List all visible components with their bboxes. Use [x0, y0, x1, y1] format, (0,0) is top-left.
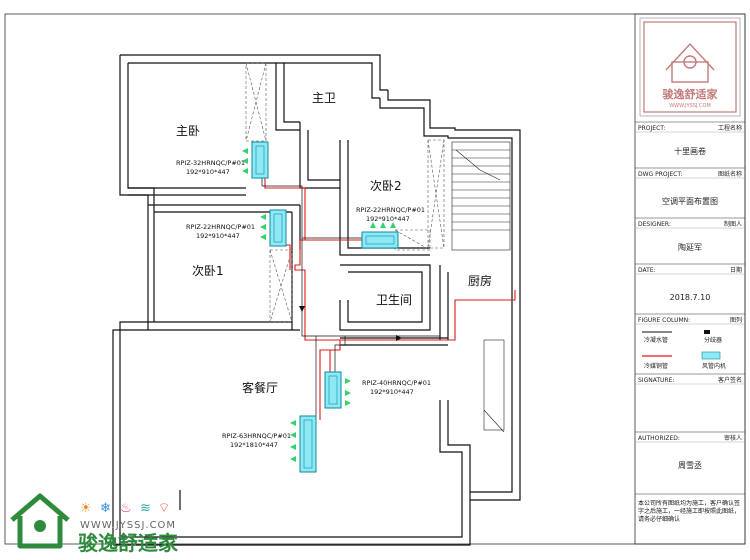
note-block: 本公司所有图纸均为施工，客户确认签字之后施工，一经施工即按照此图纸，请务必仔细确… [638, 500, 741, 523]
legend-splitter-icon [704, 330, 710, 334]
staircase [451, 141, 511, 433]
flame-icon: ♨ [120, 501, 132, 516]
unit-dims-label: 192*910*447 [366, 215, 410, 223]
wind-icon: ≋ [140, 501, 151, 516]
ac-unit-master [251, 141, 269, 179]
unit-model-label: RPIZ-32HRNQC/P#01 [176, 159, 245, 167]
legend-splitter-label: 分歧器 [704, 336, 722, 344]
authorized-label: AUTHORIZED: [638, 435, 680, 442]
room-master-bedroom: 主卧 [176, 124, 200, 138]
weather-icons: ☀ ❄ ♨ ≋ ⌔ [80, 501, 170, 516]
logo-url: WWW.JYSSJ.COM [669, 103, 711, 109]
logo-dot [34, 520, 46, 532]
signature-label: SIGNATURE: [638, 377, 674, 384]
note-text: 本公司所有图纸均为施工，客户确认签字之后施工，一经施工即按照此图纸，请务必仔细确… [638, 500, 741, 523]
authorized-name: 周雪丞 [678, 460, 702, 470]
logo-brand: 骏逸舒适家 [663, 87, 719, 101]
walls [112, 54, 521, 546]
pipe-arrows [299, 306, 402, 341]
ac-unit-bedroom2 [361, 231, 399, 249]
wifi-icon: ⌔ [158, 501, 170, 516]
sun-icon: ☀ [80, 501, 92, 516]
figure-label-cn: 图列 [730, 316, 742, 324]
legend-duct-unit-label: 风管内机 [702, 362, 726, 370]
ac-unit-living-40 [324, 371, 342, 409]
room-bedroom-2: 次卧2 [370, 179, 402, 193]
dwg-label-cn: 图纸名称 [718, 170, 742, 178]
brand-name: 骏逸舒适家 [78, 531, 179, 555]
designer-name: 陶延军 [678, 242, 702, 252]
legend-condensate-label: 冷凝水管 [644, 336, 668, 344]
refrigerant-pipe [264, 178, 516, 420]
unit-dims-label: 192*910*447 [196, 232, 240, 240]
ac-unit-bedroom1 [269, 209, 287, 247]
project-label: PROJECT: [638, 125, 665, 132]
ac-unit-living-63 [299, 415, 317, 473]
room-master-bath: 主卫 [312, 91, 336, 105]
legend-duct-unit-icon [701, 351, 721, 360]
figure-label: FIGURE COLUMN: [638, 317, 690, 324]
dwg-name: 空调平面布置图 [662, 196, 718, 206]
designer-label-cn: 制图人 [724, 220, 742, 228]
house-logo-icon [10, 493, 70, 549]
unit-model-label: RPIZ-22HRNQC/P#01 [356, 206, 425, 214]
date-label: DATE: [638, 267, 656, 274]
drawing-frame [4, 13, 746, 545]
legend: 冷凝水管 分歧器 冷媒铜管 风管内机 [642, 330, 726, 370]
unit-dims-label: 192*1810*447 [230, 441, 278, 449]
title-block: 骏逸舒适家 WWW.JYSSJ.COM PROJECT: 工程名称 十里画卷 D… [634, 13, 746, 545]
authorized-label-cn: 审核人 [724, 434, 742, 442]
brand-watermark: ☀ ❄ ♨ ≋ ⌔ WWW.JYSSJ.COM 骏逸舒适家 [10, 493, 179, 555]
room-living-dining: 客餐厅 [242, 380, 278, 395]
snowflake-icon: ❄ [100, 501, 111, 516]
project-name: 十里画卷 [674, 146, 706, 156]
legend-refrigerant-label: 冷媒铜管 [644, 362, 668, 370]
project-label-cn: 工程名称 [718, 124, 742, 132]
room-kitchen: 厨房 [468, 273, 492, 288]
ac-units [251, 141, 399, 473]
unit-model-label: RPIZ-40HRNQC/P#01 [362, 379, 431, 387]
signature-label-cn: 客户签名 [718, 376, 742, 384]
condensate-pipe [261, 178, 440, 420]
designer-label: DESIGNER: [638, 221, 671, 228]
unit-dims-label: 192*910*447 [186, 168, 230, 176]
room-bedroom-1: 次卧1 [192, 264, 224, 278]
date-value: 2018.7.10 [670, 293, 711, 302]
house-logo-icon [665, 42, 715, 83]
brand-url: WWW.JYSSJ.COM [80, 520, 176, 531]
airflow-arrows [242, 148, 396, 462]
dwg-label: DWG PROJECT: [638, 171, 682, 178]
date-label-cn: 日期 [730, 266, 742, 274]
unit-model-label: RPIZ-63HRNQC/P#01 [222, 432, 291, 440]
unit-model-label: RPIZ-22HRNQC/P#01 [186, 223, 255, 231]
unit-dims-label: 192*910*447 [370, 388, 414, 396]
room-bathroom: 卫生间 [376, 293, 412, 307]
